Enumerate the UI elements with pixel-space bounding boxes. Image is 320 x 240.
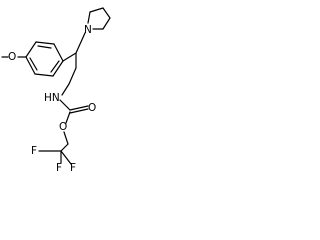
bond-benzene-6 [52,60,64,77]
chemical-structure-diagram: N O HN O O F F F [1,7,111,174]
benzene-ring [25,41,64,77]
bond-ring-n-c1 [87,11,91,24]
bond-benzene-3 [25,41,37,58]
atom-label-carbonyl-o: O [88,102,96,114]
bond-cf3-f3 [60,150,72,165]
bond-benzene-1 [53,43,64,62]
bond-ester-o-ch2 [63,131,69,145]
bond-benzene-inner-2 [29,57,38,71]
atom-label-fluorine-2: F [56,162,62,174]
bond-carbonyl-double-b [69,108,89,114]
bond-benzene-inner-3 [50,60,60,73]
bond-ch2-cf3 [60,143,69,152]
atom-label-amide-nh: HN [44,92,60,104]
bond-nh-carbonyl [59,99,71,111]
atom-label-ester-o: O [59,121,67,133]
bond-ch2-ch2b [68,67,77,85]
bond-benzene-5 [34,73,54,77]
bond-benzene-inner-1 [37,45,52,49]
atom-label-fluorine-1: F [31,145,37,157]
atom-label-methoxy-o: O [8,51,16,63]
bond-benzene-2 [35,41,55,45]
bond-carbonyl-ester-o [65,111,71,124]
atom-label-fluorine-3: F [70,162,76,174]
bond-n-ch [75,32,86,54]
bond-carbonyl-double-a [69,105,89,111]
pyrrolidine-ring [87,7,111,30]
bond-ring-c2-c3 [102,7,111,19]
bond-ring-c3-c4 [102,17,111,30]
atom-label-pyrrolidine-n: N [84,24,92,36]
bond-ch2-nh [61,83,70,96]
bond-ch-aryl [62,52,77,62]
bond-ring-c1-c2 [89,7,104,13]
bond-benzene-4 [25,56,36,75]
